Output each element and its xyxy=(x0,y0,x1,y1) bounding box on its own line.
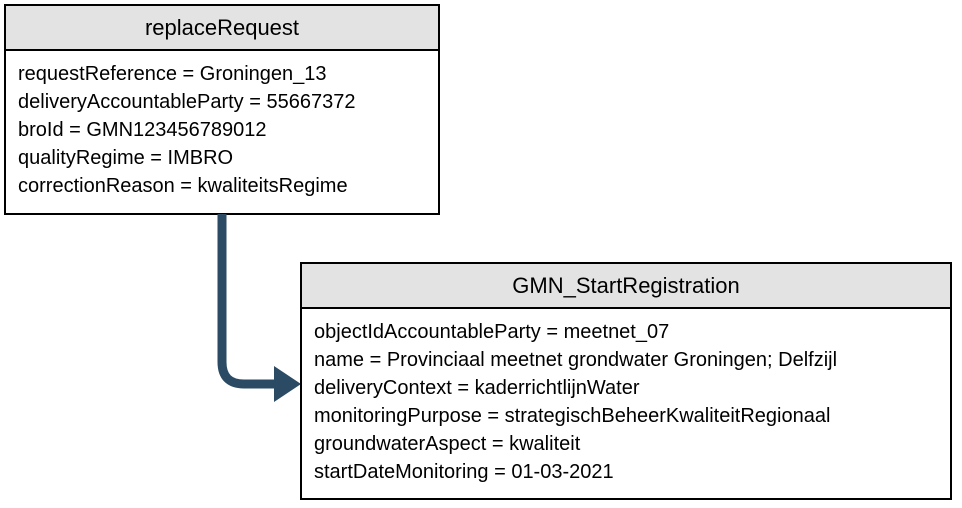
gmn-start-registration-title: GMN_StartRegistration xyxy=(302,264,950,309)
connector-line xyxy=(217,214,278,389)
replace-request-attributes: requestReference = Groningen_13 delivery… xyxy=(6,51,438,200)
attribute-line: requestReference = Groningen_13 xyxy=(18,63,327,85)
replace-request-box: replaceRequest requestReference = Gronin… xyxy=(4,4,440,215)
attribute-line: startDateMonitoring = 01-03-2021 xyxy=(314,461,614,483)
attribute-line: groundwaterAspect = kwaliteit xyxy=(314,433,581,455)
connector-arrowhead-icon xyxy=(274,366,301,402)
attribute-line: deliveryContext = kaderrichtlijnWater xyxy=(314,377,640,399)
attribute-line: monitoringPurpose = strategischBeheerKwa… xyxy=(314,405,831,427)
gmn-start-registration-box: GMN_StartRegistration objectIdAccountabl… xyxy=(300,262,952,500)
attribute-line: qualityRegime = IMBRO xyxy=(18,147,234,169)
replace-request-title: replaceRequest xyxy=(6,6,438,51)
attribute-line: correctionReason = kwaliteitsRegime xyxy=(18,175,348,197)
attribute-line: deliveryAccountableParty = 55667372 xyxy=(18,91,356,113)
attribute-line: objectIdAccountableParty = meetnet_07 xyxy=(314,321,670,343)
attribute-line: broId = GMN123456789012 xyxy=(18,119,267,141)
connector-arrow xyxy=(217,214,301,402)
gmn-start-registration-attributes: objectIdAccountableParty = meetnet_07 na… xyxy=(302,309,950,486)
attribute-line: name = Provinciaal meetnet grondwater Gr… xyxy=(314,349,838,371)
